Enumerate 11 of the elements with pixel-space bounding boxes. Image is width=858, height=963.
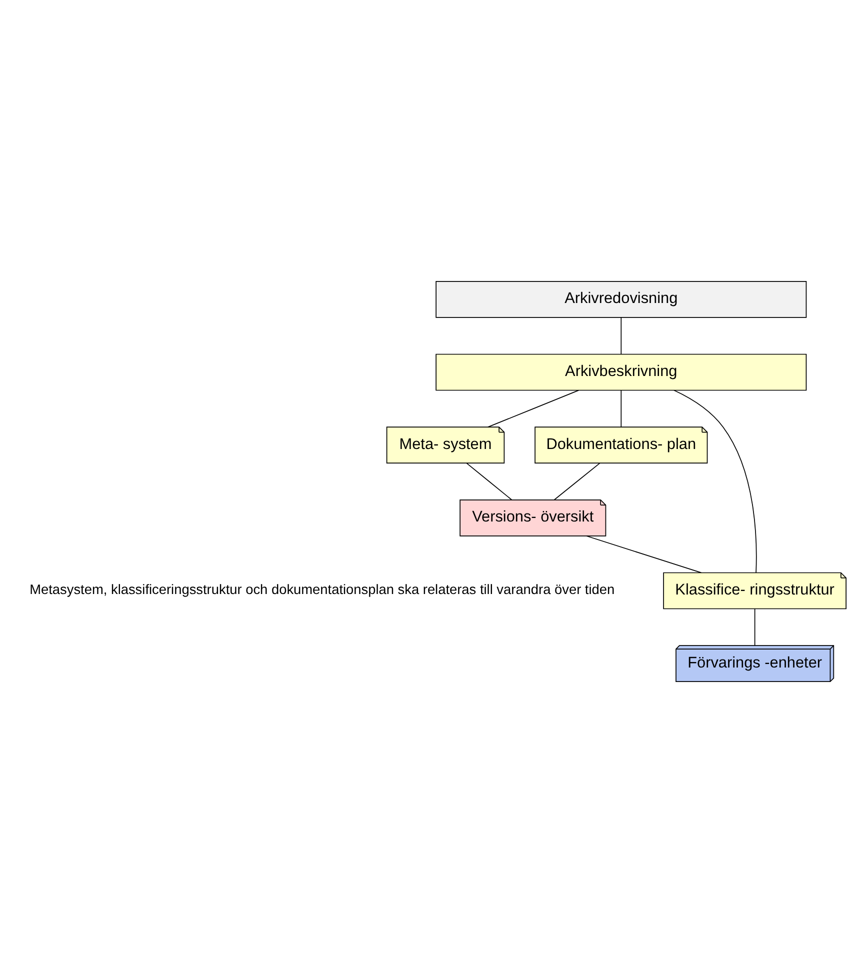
- connector: [674, 390, 757, 573]
- connector: [488, 390, 580, 428]
- connector: [586, 536, 702, 574]
- node-box: Arkivbeskrivning: [436, 354, 807, 391]
- connector: [466, 462, 512, 500]
- connector: [620, 390, 622, 428]
- connector: [754, 608, 756, 646]
- connector: [620, 317, 622, 355]
- label: Metasystem, klassificeringsstruktur och dokumentationsplan ska relateras till varandra över tiden: [30, 582, 615, 598]
- node-box: Arkivredovisning: [436, 281, 807, 318]
- connector: [554, 462, 600, 500]
